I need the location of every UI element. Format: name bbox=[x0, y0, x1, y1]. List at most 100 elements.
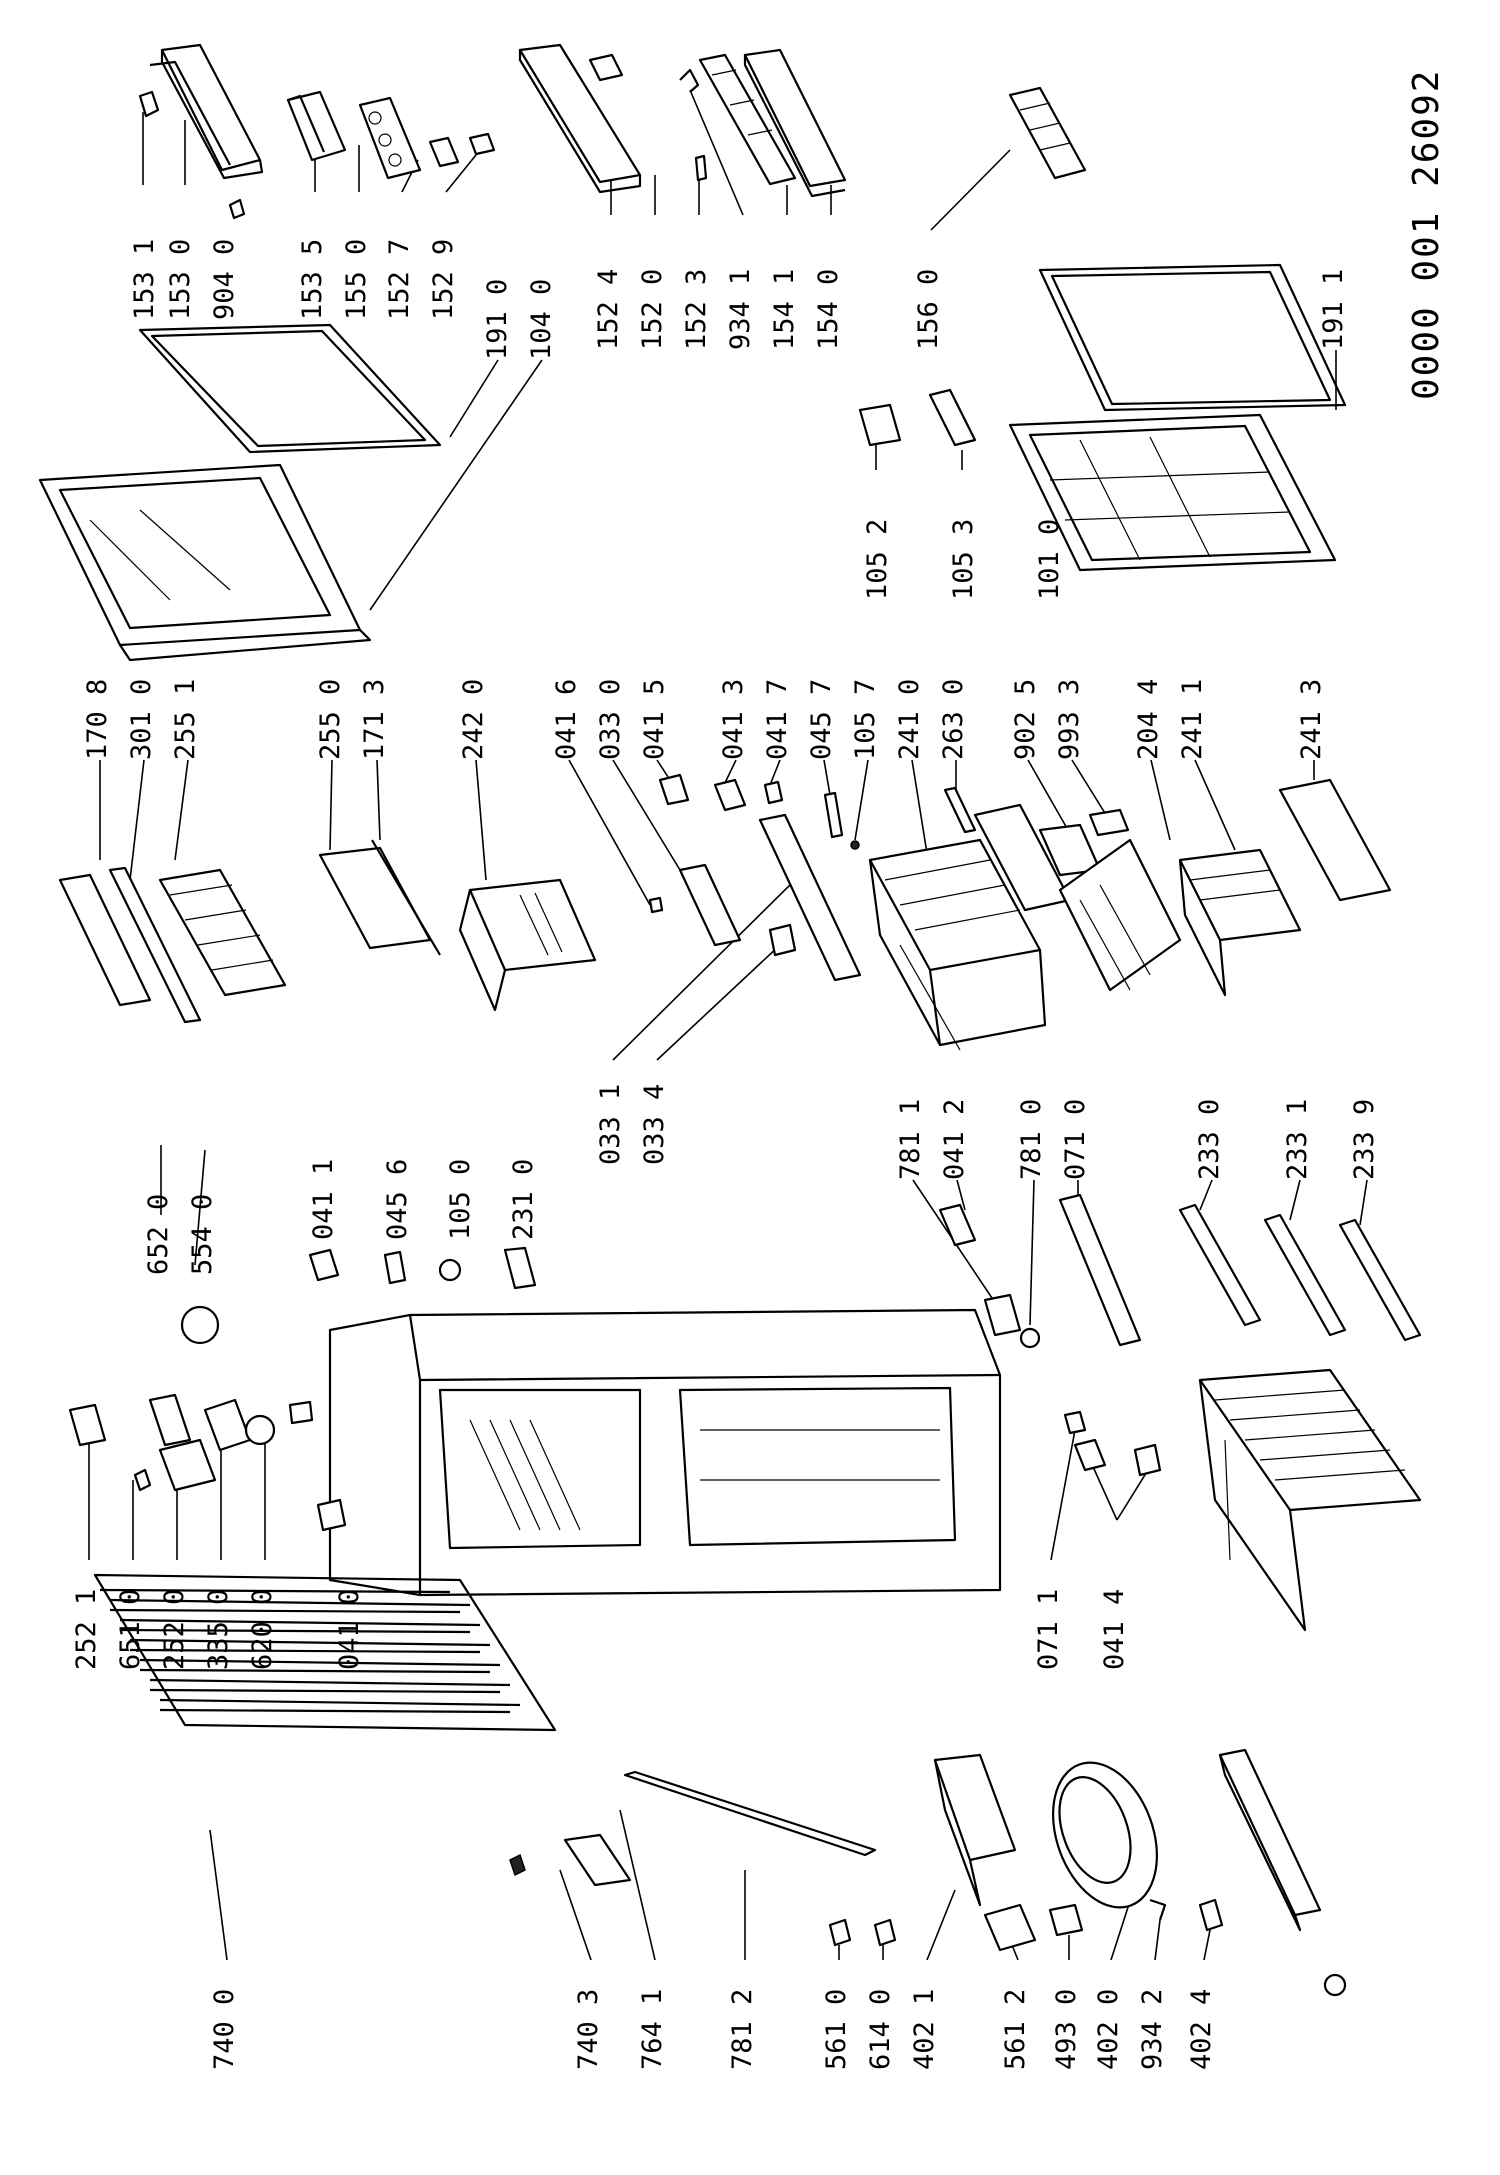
door-shelf-153 bbox=[149, 43, 264, 180]
part-labels: 153 1 153 0 904 0 153 5 155 0 152 7 152 … bbox=[71, 239, 1380, 2070]
label-231-0: 231 0 bbox=[508, 1159, 539, 1240]
label-033-1: 033 1 bbox=[595, 1084, 626, 1165]
label-041-5: 041 5 bbox=[639, 679, 670, 760]
label-740-0: 740 0 bbox=[209, 1989, 240, 2070]
part-045-7 bbox=[823, 791, 844, 839]
door-gasket-191-0 bbox=[138, 323, 442, 454]
shelf-trim-170-8 bbox=[58, 873, 152, 1007]
part-105-7 bbox=[850, 840, 860, 850]
label-170-8: 170 8 bbox=[82, 679, 113, 760]
label-402-4: 402 4 bbox=[1186, 1989, 1217, 2070]
part-934-1 bbox=[679, 68, 700, 93]
egg-tray-153-5 bbox=[286, 90, 347, 162]
label-153-0: 153 0 bbox=[165, 239, 196, 320]
part-105-0 bbox=[438, 1258, 462, 1282]
part-105-3 bbox=[928, 388, 977, 447]
label-033-4: 033 4 bbox=[639, 1084, 670, 1165]
label-153-5: 153 5 bbox=[297, 239, 328, 320]
label-101-0: 101 0 bbox=[1034, 519, 1065, 600]
part-041-2 bbox=[938, 1203, 977, 1247]
part-233-9 bbox=[1338, 1218, 1422, 1342]
label-105-2: 105 2 bbox=[862, 519, 893, 600]
part-152-7 bbox=[428, 136, 460, 168]
label-041-6: 041 6 bbox=[551, 679, 582, 760]
label-764-1: 764 1 bbox=[637, 1989, 668, 2070]
part-041-5 bbox=[658, 773, 690, 806]
part-934-2 bbox=[1149, 1898, 1167, 1921]
label-191-0: 191 0 bbox=[482, 279, 513, 360]
label-781-2: 781 2 bbox=[727, 1989, 758, 2070]
part-402-4 bbox=[1198, 1898, 1224, 1932]
label-263-0: 263 0 bbox=[938, 679, 969, 760]
door-shelf-154-1 bbox=[698, 53, 797, 186]
document-number: 0000 001 26092 bbox=[1406, 69, 1447, 400]
label-155-0: 155 0 bbox=[341, 239, 372, 320]
ice-tray-156-0 bbox=[1008, 86, 1087, 180]
label-241-0: 241 0 bbox=[894, 679, 925, 760]
label-154-0: 154 0 bbox=[813, 269, 844, 350]
part-263-0 bbox=[943, 786, 977, 834]
label-993-3: 993 3 bbox=[1054, 679, 1085, 760]
egg-rack-155-0 bbox=[358, 96, 422, 180]
evaporator-tray-402-1 bbox=[933, 1753, 1017, 1907]
label-152-3: 152 3 bbox=[681, 269, 712, 350]
part-740-3 bbox=[509, 1853, 526, 1877]
label-242-0: 242 0 bbox=[458, 679, 489, 760]
part-041-6 bbox=[648, 896, 664, 914]
label-255-0: 255 0 bbox=[315, 679, 346, 760]
freezer-grids bbox=[1198, 1368, 1422, 1632]
door-gasket-191-1 bbox=[1038, 263, 1347, 412]
shelf-trim-301-0 bbox=[108, 866, 202, 1024]
thermostat-parts bbox=[68, 1305, 347, 1532]
label-152-4: 152 4 bbox=[593, 269, 624, 350]
label-934-2: 934 2 bbox=[1137, 1989, 1168, 2070]
basket-241-0 bbox=[868, 838, 1047, 1051]
label-041-7: 041 7 bbox=[762, 679, 793, 760]
label-241-3: 241 3 bbox=[1296, 679, 1327, 760]
label-071-1: 071 1 bbox=[1033, 1589, 1064, 1670]
part-781-0 bbox=[1019, 1327, 1041, 1349]
label-614-0: 614 0 bbox=[865, 1989, 896, 2070]
label-241-1: 241 1 bbox=[1177, 679, 1208, 760]
part-033-4 bbox=[768, 923, 797, 957]
label-171-3: 171 3 bbox=[359, 679, 390, 760]
label-781-0: 781 0 bbox=[1016, 1099, 1047, 1180]
label-934-1: 934 1 bbox=[725, 269, 756, 350]
label-191-1: 191 1 bbox=[1318, 269, 1349, 350]
label-154-1: 154 1 bbox=[769, 269, 800, 350]
part-233-1 bbox=[1263, 1213, 1347, 1337]
part-153-1 bbox=[138, 90, 160, 118]
label-041-3: 041 3 bbox=[718, 679, 749, 760]
label-104-0: 104 0 bbox=[526, 279, 557, 360]
part-033-1 bbox=[758, 813, 862, 982]
part-493-0 bbox=[1048, 1903, 1084, 1937]
label-105-7: 105 7 bbox=[850, 679, 881, 760]
glass-shelf-255-0 bbox=[318, 846, 432, 950]
freezer-door-101-0 bbox=[1008, 413, 1337, 572]
fridge-door-104-0 bbox=[38, 463, 372, 662]
label-493-0: 493 0 bbox=[1051, 1989, 1082, 2070]
label-902-5: 902 5 bbox=[1010, 679, 1041, 760]
label-105-0: 105 0 bbox=[445, 1159, 476, 1240]
part-105-2 bbox=[858, 403, 902, 447]
door-shelf-154-0 bbox=[743, 48, 847, 198]
bar-781-2 bbox=[623, 1770, 877, 1857]
label-904-0: 904 0 bbox=[209, 239, 240, 320]
label-071-0: 071 0 bbox=[1060, 1099, 1091, 1180]
drier-764-1 bbox=[563, 1833, 632, 1887]
part-171-3 bbox=[371, 839, 441, 956]
label-033-0: 033 0 bbox=[595, 679, 626, 760]
part-152-3 bbox=[694, 154, 708, 182]
label-045-7: 045 7 bbox=[806, 679, 837, 760]
label-041-4: 041 4 bbox=[1099, 1589, 1130, 1670]
part-561-2 bbox=[983, 1903, 1037, 1952]
label-561-0: 561 0 bbox=[821, 1989, 852, 2070]
drawer-front-241-3 bbox=[1278, 778, 1392, 902]
part-561-0 bbox=[828, 1918, 852, 1947]
part-231-0 bbox=[503, 1246, 537, 1290]
label-153-1: 153 1 bbox=[129, 239, 160, 320]
part-993-3 bbox=[1088, 808, 1130, 837]
label-152-0: 152 0 bbox=[637, 269, 668, 350]
leader-lines bbox=[88, 89, 1368, 1961]
label-045-6: 045 6 bbox=[382, 1159, 413, 1240]
